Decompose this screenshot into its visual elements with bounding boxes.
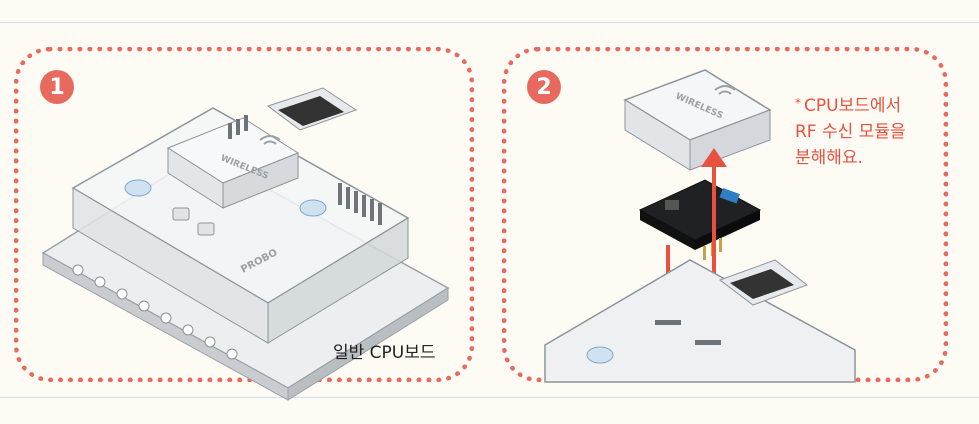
note-line-1: *CPU보드에서 — [795, 96, 902, 116]
step-1-badge: 1 — [40, 70, 74, 104]
cover-wifi-icon — [714, 85, 736, 95]
wifi-icon — [259, 135, 281, 145]
pin-headers — [228, 115, 382, 225]
step-1-panel — [14, 47, 474, 382]
rf-module-connector — [719, 188, 740, 204]
capacitors — [124, 179, 327, 217]
note-marker: * — [795, 96, 801, 110]
note-line-2: RF 수신 모듈을 — [795, 122, 906, 142]
module-removal-illustration: WIRELESS — [544, 69, 856, 383]
notebook-rule-bottom — [0, 397, 979, 398]
board-buttons — [172, 207, 215, 236]
note-line-3: 분해해요. — [795, 148, 863, 168]
notebook-rule-top — [0, 22, 979, 23]
step-2-badge: 2 — [527, 70, 561, 104]
base-board-partial — [544, 259, 856, 383]
step-2-note: *CPU보드에서 RF 수신 모듈을 분해해요. — [795, 90, 945, 171]
rf-module-chip — [665, 200, 679, 210]
rf-module — [638, 179, 762, 241]
board-screw-holes — [72, 264, 238, 360]
step-1-caption: 일반 CPU보드 — [333, 343, 436, 363]
cpu-board-illustration: WIRELESS PROBO — [41, 87, 450, 401]
